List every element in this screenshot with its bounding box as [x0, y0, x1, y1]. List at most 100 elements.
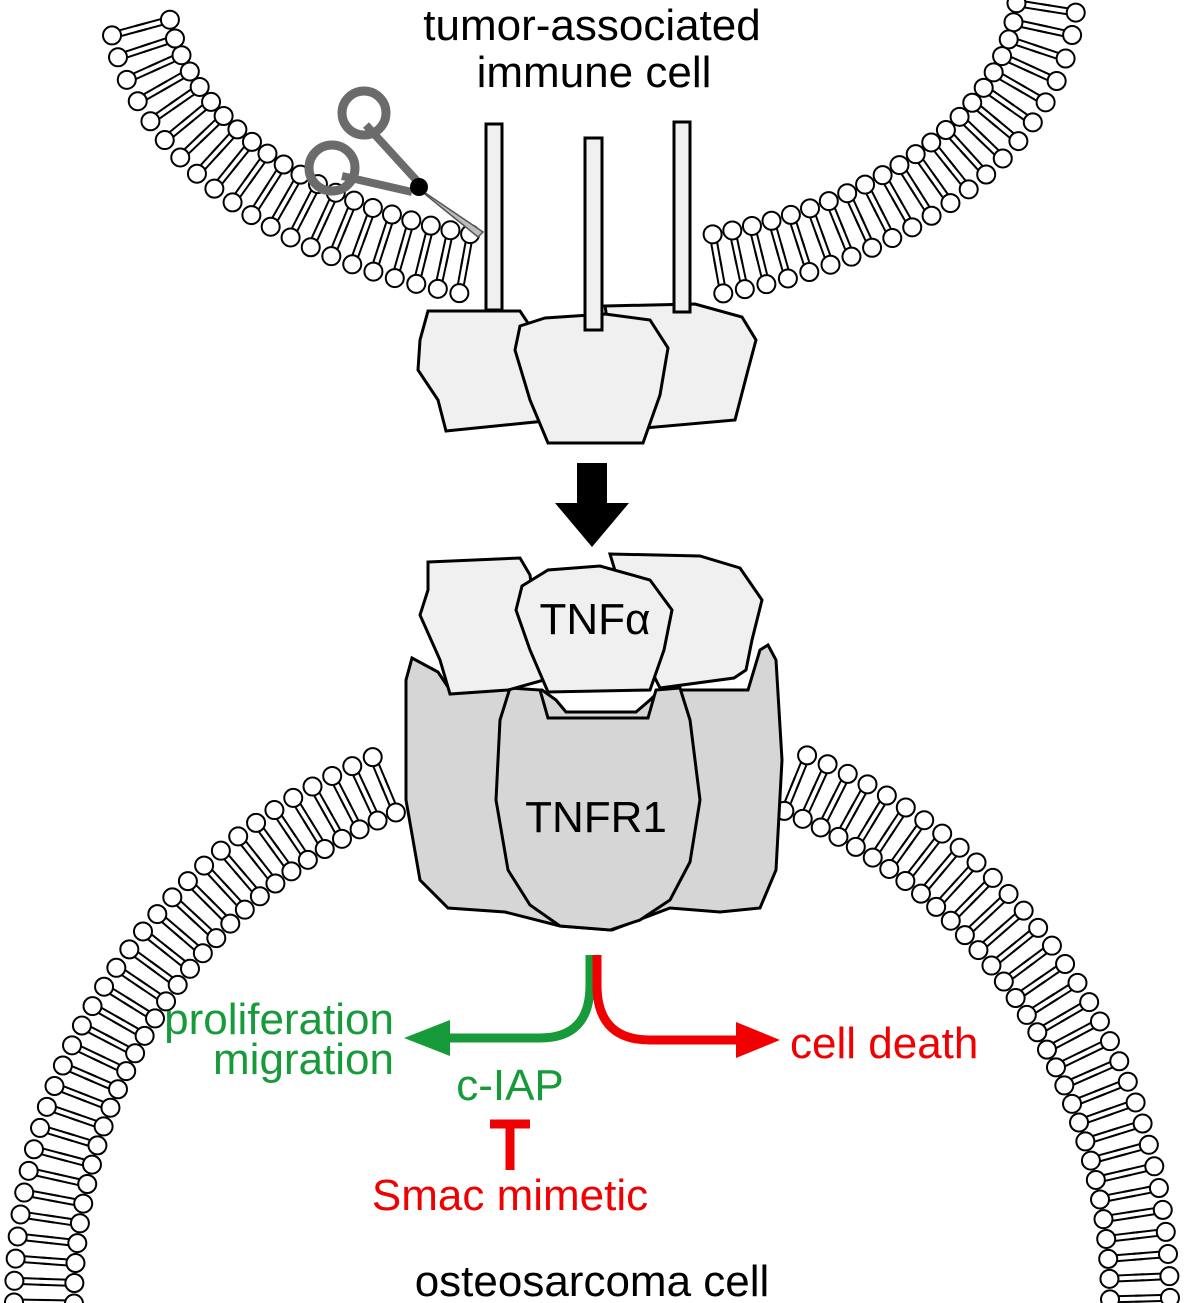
lipid-head	[857, 774, 878, 795]
lipid-head	[876, 785, 897, 806]
ciap-label: c-IAP	[456, 1061, 564, 1110]
lipid-head	[107, 47, 128, 68]
lipid-head	[1041, 935, 1062, 956]
lipid-head	[973, 77, 994, 98]
lipid-head	[302, 776, 323, 797]
lipid-head	[246, 812, 267, 833]
lipid-head	[998, 29, 1019, 50]
lipid-head	[344, 190, 365, 211]
lipid-head	[420, 215, 441, 236]
lipid-head	[1008, 131, 1029, 152]
lipid-head	[167, 974, 188, 995]
lipid-head	[134, 1025, 155, 1046]
down-arrow-icon	[555, 463, 629, 547]
lipid-head	[966, 852, 987, 873]
lipid-head	[799, 261, 820, 282]
lipid-head	[36, 1096, 57, 1117]
lipid-head	[962, 92, 983, 113]
lipid-head	[1067, 972, 1088, 993]
lipid-head	[10, 1204, 31, 1225]
lipid-head	[260, 216, 281, 237]
lipid-head	[18, 1160, 39, 1181]
survival-arrow	[404, 955, 595, 1056]
lipid-head	[1158, 1243, 1179, 1264]
lipid-head	[23, 1139, 44, 1160]
lipid-head	[401, 210, 422, 231]
lipid-head	[734, 279, 755, 300]
immune-cell-membrane	[102, 0, 1086, 304]
lipid-head	[879, 858, 900, 879]
lipid-head	[862, 847, 883, 868]
lipid-head	[1099, 1268, 1120, 1289]
lipid-head	[210, 840, 231, 861]
lipid-head	[992, 46, 1013, 67]
lipid-head	[1006, 0, 1027, 14]
lipid-head	[792, 808, 813, 829]
lipid-head	[1159, 1287, 1180, 1303]
lipid-head	[186, 163, 207, 184]
lipid-head	[810, 817, 831, 838]
lipid-head	[949, 106, 970, 127]
lipid-head	[342, 756, 363, 777]
lipid-head	[998, 883, 1019, 904]
lipid-head	[1080, 1150, 1101, 1171]
lipid-head	[220, 913, 241, 934]
lipid-head	[1155, 1221, 1176, 1242]
lipid-head	[384, 268, 405, 289]
lipid-head	[381, 204, 402, 225]
lipid-head	[179, 61, 200, 82]
lipid-head	[895, 797, 916, 818]
lipid-head	[273, 154, 294, 175]
lipid-head	[5, 1248, 26, 1269]
lipid-head	[1035, 92, 1056, 113]
lipid-head	[69, 1213, 90, 1234]
lipid-head	[1132, 1113, 1153, 1134]
lipid-head	[170, 147, 191, 168]
lipid-head	[722, 220, 743, 241]
osteosarcoma-cell-label: osteosarcoma cell	[415, 1257, 770, 1303]
lipid-head	[761, 210, 782, 231]
lipid-head	[976, 164, 997, 185]
lipid-head	[1090, 1189, 1111, 1210]
lipid-head	[818, 191, 839, 212]
lipid-head	[954, 925, 975, 946]
lipid-head	[1055, 953, 1076, 974]
lipid-head	[201, 91, 222, 112]
lipid-head	[265, 873, 286, 894]
lipid-head	[406, 273, 427, 294]
lipid-head	[65, 1253, 86, 1274]
lipid-head	[741, 215, 762, 236]
lipid-head	[905, 144, 926, 165]
lipid-head	[1013, 900, 1034, 921]
lipid-head	[213, 105, 234, 126]
lipid-head	[342, 254, 363, 275]
lipid-head	[958, 179, 979, 200]
lipid-head	[921, 205, 942, 226]
lipid-head	[102, 25, 123, 46]
lipid-head	[194, 855, 215, 876]
lipid-head	[132, 921, 153, 942]
lipid-head	[1098, 1248, 1119, 1269]
lipid-head	[1109, 1051, 1130, 1072]
lipid-head	[367, 810, 388, 831]
lipid-head	[162, 887, 183, 908]
lipid-head	[192, 943, 213, 964]
lipid-head	[1036, 1039, 1057, 1060]
lipid-head	[949, 837, 970, 858]
lipid-head	[164, 28, 185, 49]
lipid-head	[177, 871, 198, 892]
lipid-head	[427, 278, 448, 299]
lipid-head	[1005, 987, 1026, 1008]
lipid-head	[280, 227, 301, 248]
lipid-head	[189, 76, 210, 97]
lipid-head	[1016, 1004, 1037, 1025]
lipid-head	[828, 826, 849, 847]
tnfr1-label: TNFR1	[525, 793, 667, 842]
lipid-head	[81, 1154, 102, 1175]
lipid-head	[140, 111, 161, 132]
lipid-head	[910, 883, 931, 904]
lipid-head	[321, 246, 342, 267]
lipid-head	[222, 192, 243, 213]
lipid-head	[1152, 1199, 1173, 1220]
lipid-head	[882, 228, 903, 249]
